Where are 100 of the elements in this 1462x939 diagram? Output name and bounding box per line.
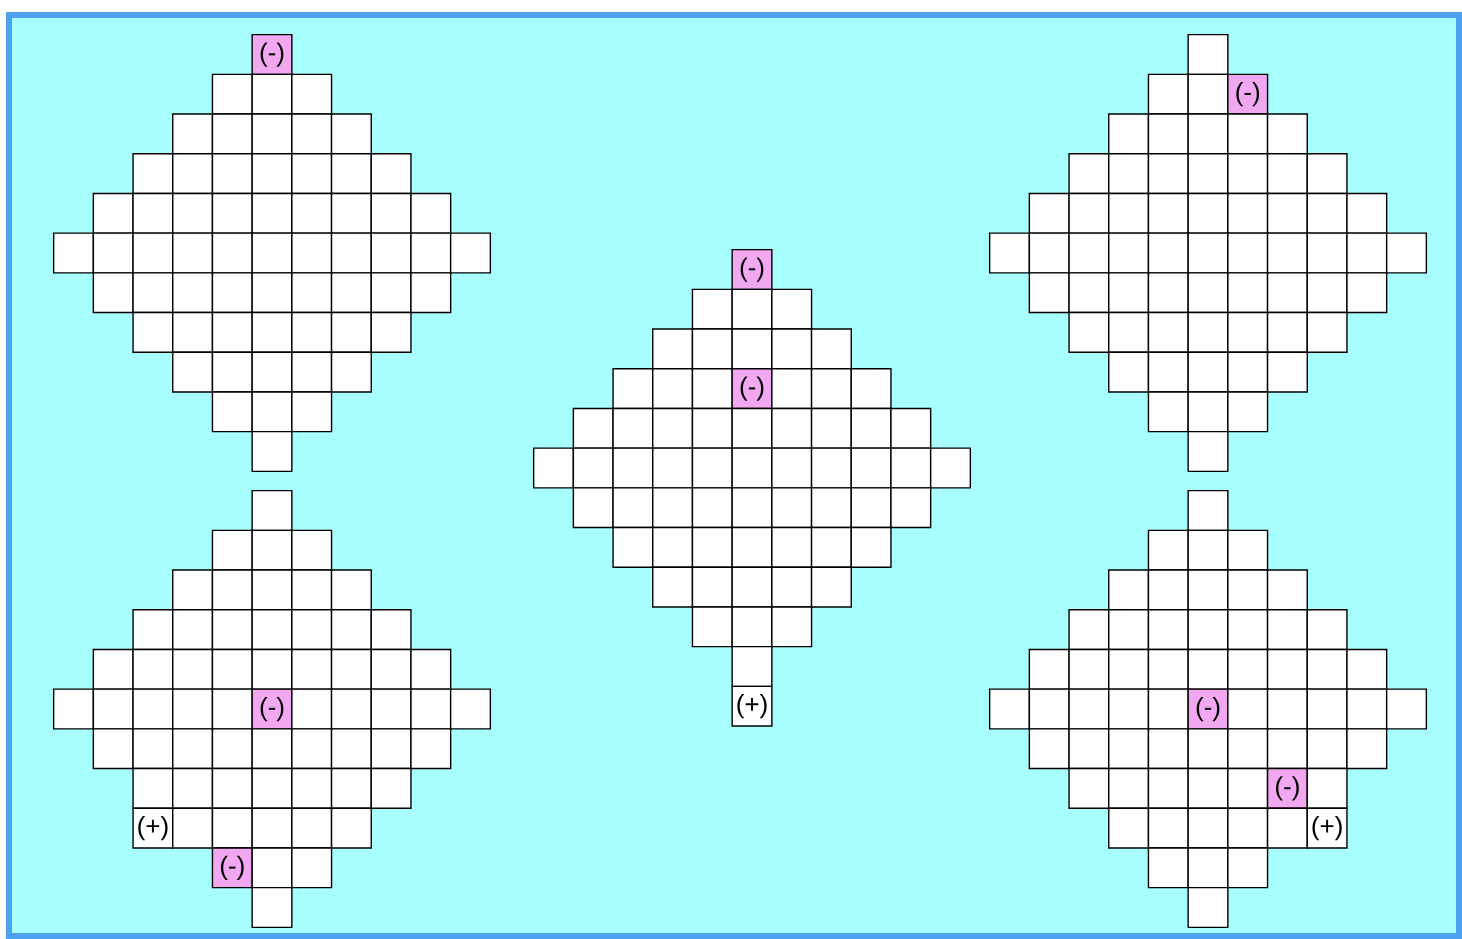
grid-cell xyxy=(251,113,293,155)
grid-cell xyxy=(1108,153,1150,195)
grid-cell xyxy=(731,288,773,330)
grid-cell xyxy=(1147,351,1189,393)
grid-cell xyxy=(929,447,972,489)
grid-cell xyxy=(370,153,412,195)
grid-cell xyxy=(1147,311,1189,353)
grid-cell xyxy=(211,569,253,611)
grid-cell xyxy=(211,232,253,274)
grid-cell xyxy=(211,192,253,234)
grid-cell xyxy=(1108,807,1150,849)
grid-cell xyxy=(771,526,813,568)
grid-cell xyxy=(1266,569,1308,611)
grid-cell xyxy=(211,113,253,155)
grid-cell xyxy=(1187,767,1229,809)
grid-cell xyxy=(1108,232,1150,274)
grid-cell xyxy=(132,153,174,195)
grid-cell xyxy=(1147,569,1189,611)
grid-cell xyxy=(52,688,95,730)
grid-cell xyxy=(1266,153,1308,195)
grid-cell xyxy=(1227,609,1269,651)
grid-cell xyxy=(251,232,293,274)
grid-cell xyxy=(652,566,694,608)
grid-cell xyxy=(731,487,773,529)
grid-cell xyxy=(330,569,372,611)
grid-cell: (-) xyxy=(1187,688,1229,730)
grid-cell xyxy=(251,648,293,690)
grid-cell xyxy=(211,73,253,115)
grid-cell xyxy=(1187,728,1229,770)
grid-cell xyxy=(330,688,372,730)
grid-cell xyxy=(251,886,293,929)
grid-cell xyxy=(291,688,333,730)
grid-cell xyxy=(370,232,412,274)
grid-cell xyxy=(211,609,253,651)
grid-cell xyxy=(612,447,654,489)
grid-cell xyxy=(1187,609,1229,651)
grid-cell xyxy=(1147,153,1189,195)
grid-cell xyxy=(330,153,372,195)
grid-cell xyxy=(410,272,452,314)
grid-cell xyxy=(330,232,372,274)
grid-cell xyxy=(1306,153,1348,195)
grid-cell xyxy=(330,728,372,770)
grid-cell xyxy=(1108,609,1150,651)
grid-cell xyxy=(410,192,452,234)
grid-cell xyxy=(1147,688,1189,730)
grid-cell xyxy=(1108,192,1150,234)
grid-cell xyxy=(1227,847,1269,889)
grid-cell xyxy=(1266,272,1308,314)
grid-cell xyxy=(1306,767,1348,809)
grid-cell xyxy=(1227,311,1269,353)
grid-cell xyxy=(1147,648,1189,690)
grid-cell xyxy=(370,767,412,809)
grid-cell xyxy=(449,232,492,274)
grid-cell xyxy=(172,688,214,730)
grid-cell xyxy=(291,569,333,611)
grid-cell xyxy=(1187,648,1229,690)
grid-cell xyxy=(1108,351,1150,393)
grid-cell xyxy=(1028,232,1070,274)
grid-cell xyxy=(132,767,174,809)
grid-cell xyxy=(251,807,293,849)
grid-cell xyxy=(410,232,452,274)
grid-cell xyxy=(211,311,253,353)
grid-cell xyxy=(771,606,813,648)
grid-cell xyxy=(172,113,214,155)
grid-cell xyxy=(1306,688,1348,730)
grid-cell xyxy=(691,288,733,330)
grid-cell xyxy=(1028,648,1070,690)
grid-cell xyxy=(1346,648,1388,690)
grid-cell xyxy=(172,648,214,690)
grid-cell xyxy=(1266,688,1308,730)
grid-cell xyxy=(1266,728,1308,770)
grid-cell xyxy=(890,447,932,489)
grid-cell xyxy=(1028,272,1070,314)
grid-cell xyxy=(612,368,654,410)
grid-cell xyxy=(1227,153,1269,195)
grid-cell xyxy=(291,847,333,889)
grid-cell xyxy=(172,767,214,809)
grid-cell xyxy=(731,328,773,370)
grid-cell xyxy=(1108,688,1150,730)
grid-cell xyxy=(771,368,813,410)
grid-cell xyxy=(251,192,293,234)
grid-cell xyxy=(1346,688,1388,730)
grid-cell: (-) xyxy=(251,33,293,76)
grid-cell xyxy=(370,311,412,353)
grid-cell xyxy=(291,609,333,651)
grid-cell xyxy=(291,728,333,770)
grid-cell xyxy=(132,609,174,651)
grid-cell xyxy=(251,351,293,393)
grid-cell xyxy=(1187,33,1229,76)
grid-cell xyxy=(132,272,174,314)
grid-cell xyxy=(572,447,614,489)
grid-cell xyxy=(1266,311,1308,353)
grid-cell xyxy=(810,566,852,608)
grid-cell xyxy=(1187,272,1229,314)
grid-cell xyxy=(1028,192,1070,234)
grid-cell xyxy=(1227,648,1269,690)
grid-cell xyxy=(211,728,253,770)
grid-cell xyxy=(1187,153,1229,195)
grid-cell xyxy=(330,609,372,651)
grid-cell xyxy=(370,728,412,770)
